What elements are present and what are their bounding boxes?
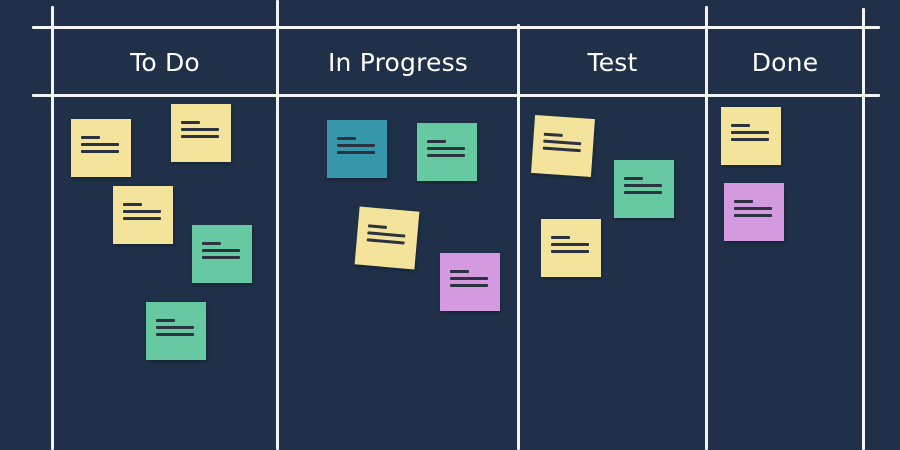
note-text-line <box>427 140 446 143</box>
sticky-note[interactable] <box>171 104 231 162</box>
sticky-note[interactable] <box>146 302 206 360</box>
note-text-line <box>731 138 769 141</box>
note-text-line <box>367 224 388 229</box>
note-text-line <box>543 139 582 146</box>
note-text-line <box>624 184 662 187</box>
note-text-line <box>366 238 405 245</box>
sticky-note[interactable] <box>721 107 781 165</box>
note-text-line <box>543 132 563 137</box>
column-header-done: Done <box>751 47 819 77</box>
note-text-line <box>551 236 570 239</box>
note-text-line <box>731 124 750 127</box>
sticky-note[interactable] <box>71 119 131 177</box>
note-text-line <box>202 256 240 259</box>
note-text-line <box>81 136 100 139</box>
column-header-test: Test <box>587 47 638 77</box>
sticky-note[interactable] <box>614 160 674 218</box>
note-text-line <box>156 326 194 329</box>
note-text-line <box>81 143 119 146</box>
note-text-line <box>337 144 375 147</box>
header-bottom-line <box>32 94 880 97</box>
note-text-line <box>427 147 465 150</box>
note-text-line <box>367 231 406 238</box>
note-text-line <box>81 150 119 153</box>
sticky-note[interactable] <box>192 225 252 283</box>
column-header-in-progress: In Progress <box>327 47 469 77</box>
note-text-line <box>450 277 488 280</box>
column-header-to-do: To Do <box>130 47 200 77</box>
note-text-line <box>156 333 194 336</box>
note-text-line <box>542 146 581 153</box>
note-text-line <box>734 200 753 203</box>
note-text-line <box>734 214 772 217</box>
sticky-note[interactable] <box>440 253 500 311</box>
note-text-line <box>123 210 161 213</box>
note-text-line <box>624 191 662 194</box>
note-text-line <box>450 284 488 287</box>
column-divider <box>517 24 520 450</box>
sticky-note[interactable] <box>541 219 601 277</box>
note-text-line <box>123 203 142 206</box>
note-text-line <box>156 319 175 322</box>
note-text-line <box>551 243 589 246</box>
sticky-note[interactable] <box>354 206 420 270</box>
note-text-line <box>731 131 769 134</box>
note-text-line <box>181 135 219 138</box>
note-text-line <box>624 177 643 180</box>
column-divider <box>276 0 279 450</box>
note-text-line <box>202 249 240 252</box>
header-top-line <box>32 26 880 29</box>
column-divider <box>862 8 865 450</box>
sticky-note[interactable] <box>724 183 784 241</box>
note-text-line <box>123 217 161 220</box>
sticky-note[interactable] <box>327 120 387 178</box>
note-text-line <box>337 151 375 154</box>
sticky-note[interactable] <box>417 123 477 181</box>
note-text-line <box>450 270 469 273</box>
note-text-line <box>551 250 589 253</box>
note-text-line <box>181 121 200 124</box>
note-text-line <box>337 137 356 140</box>
note-text-line <box>734 207 772 210</box>
sticky-note[interactable] <box>531 114 595 178</box>
column-divider <box>705 6 708 450</box>
column-divider <box>51 6 54 450</box>
note-text-line <box>427 154 465 157</box>
note-text-line <box>181 128 219 131</box>
sticky-note[interactable] <box>113 186 173 244</box>
note-text-line <box>202 242 221 245</box>
